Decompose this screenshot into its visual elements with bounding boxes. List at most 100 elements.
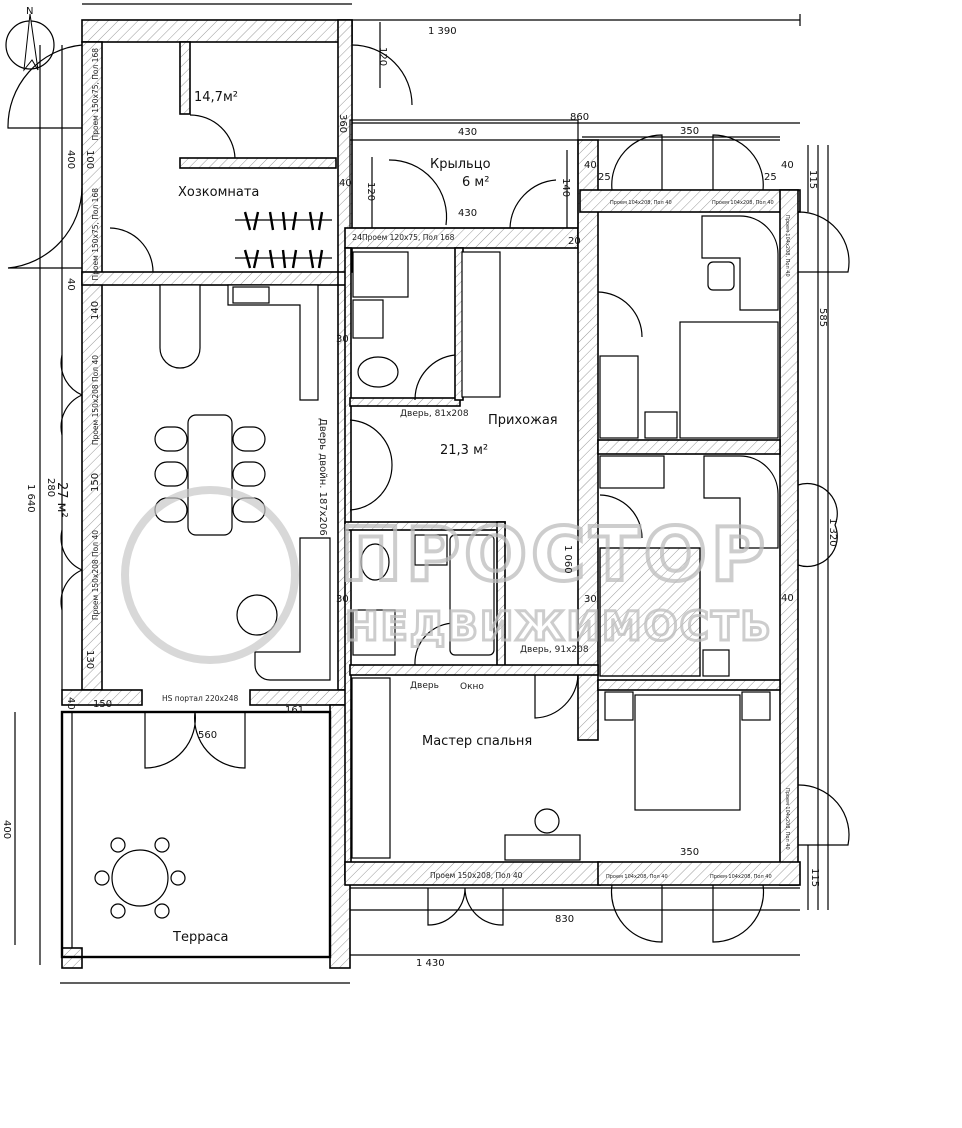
wardrobe-rack-icon — [235, 211, 332, 269]
dimension-label: 585 — [817, 308, 828, 327]
watermark-line1: ПРОСТОР — [340, 512, 769, 598]
dimension-label: 150 — [93, 699, 112, 710]
dimension-label: 430 — [458, 127, 477, 138]
corner-desk — [703, 455, 779, 549]
dimension-label: 40 — [65, 697, 76, 710]
desk — [504, 834, 581, 861]
nightstand-icon — [644, 411, 678, 439]
sink-icon — [232, 286, 270, 304]
dimension-label: 1 430 — [416, 958, 445, 969]
opening-label: HS портал 220x248 — [162, 694, 238, 703]
dimension-label: 115 — [807, 170, 818, 189]
dimension-label: 100 — [84, 150, 95, 169]
dimension-label: 150 — [90, 473, 101, 492]
bed-icon — [634, 694, 741, 811]
opening-label: Проем 150x208, Пол 40 — [430, 871, 523, 880]
dimension-label: 30 — [336, 334, 349, 345]
opening-label: Окно — [460, 682, 484, 692]
wardrobe — [461, 251, 501, 398]
opening-label: Проем 120x75, Пол 168 — [362, 233, 455, 242]
dimension-label: 30 — [584, 594, 597, 605]
dimension-label: 140 — [560, 178, 571, 197]
opening-label: Проем 104x208, Пол 40 — [606, 874, 668, 880]
dimension-label: 1 640 — [25, 484, 36, 513]
corner-desk — [701, 215, 779, 311]
outlines — [60, 119, 800, 959]
bed-icon — [679, 321, 779, 439]
opening-label: Проем 150x208 Пол 40 — [91, 530, 100, 620]
dimension-label: 120 — [377, 47, 388, 66]
opening-label: Проем 104x208, Пол 40 — [712, 200, 774, 206]
dimension-label: 40 — [339, 178, 352, 189]
compass-icon: N — [5, 6, 55, 72]
bathtub-icon — [449, 534, 495, 656]
toilet-icon — [360, 543, 390, 581]
opening-labels: Проем 150x75, Пол 168 Проем 150x75, Пол … — [91, 48, 790, 880]
dimension-label: 40 — [781, 593, 794, 604]
wardrobe — [351, 677, 391, 859]
watermark-logo: ПРОСТОР НЕДВИЖИМОСТЬ — [121, 486, 772, 664]
sink-icon — [414, 534, 448, 566]
dimension-label: 360 — [337, 114, 348, 133]
shower-icon — [352, 251, 409, 298]
dimension-label: 25 — [764, 172, 777, 183]
nightstand-icon — [604, 691, 634, 721]
opening-label: Дверь двойн. 187x206 — [317, 418, 328, 536]
dimension-label: 40 — [65, 278, 76, 291]
dimension-label: 1 390 — [428, 26, 457, 37]
room-area-living: 27 м² — [54, 482, 69, 518]
dimension-label: 25 — [598, 172, 611, 183]
round-table-icon — [94, 837, 186, 919]
chair-icon — [707, 261, 735, 291]
dimension-label: 350 — [680, 126, 699, 137]
dimension-label: 40 — [584, 160, 597, 171]
dining-table — [187, 414, 233, 536]
compass-label: N — [26, 6, 33, 17]
room-label-porch: Крыльцо — [430, 157, 491, 172]
opening-label: Дверь — [410, 681, 439, 691]
nightstand-icon — [702, 649, 730, 677]
walls — [61, 19, 801, 969]
dimension-label: 161 — [285, 705, 304, 716]
furniture — [94, 211, 779, 919]
dimension-label: 860 — [570, 112, 589, 123]
kitchen-island — [159, 284, 201, 369]
room-label-master-bedroom: Мастер спальня — [422, 734, 532, 749]
dimension-label: 400 — [1, 820, 12, 839]
opening-label: Дверь, 91x208 — [520, 645, 589, 655]
sink-icon — [352, 299, 384, 339]
dimension-label: 1 060 — [562, 545, 573, 574]
dimension-label: 120 — [365, 182, 376, 201]
chair-icon — [534, 808, 560, 834]
corner-sofa — [254, 537, 331, 681]
wardrobe — [599, 355, 639, 439]
room-area-porch: 6 м² — [462, 175, 489, 190]
dimension-label: 280 — [45, 478, 56, 497]
dimension-labels: 1 390 860 430 430 350 350 120 360 40 120… — [1, 26, 838, 969]
opening-label: Проем 104x208, Пол 40 — [710, 874, 772, 880]
dimension-label: 30 — [336, 594, 349, 605]
opening-label: Проем 104x208, Пол 40 — [784, 788, 790, 850]
door-swings — [7, 44, 850, 943]
room-area-hallway: 21,3 м² — [440, 443, 488, 458]
opening-label: Проем 150x75, Пол 168 — [91, 188, 100, 281]
dimension-label: 430 — [458, 208, 477, 219]
dimension-label: 20 — [568, 236, 581, 247]
dresser — [599, 455, 665, 489]
dimension-label: 830 — [555, 914, 574, 925]
coffee-table — [236, 594, 278, 636]
room-labels: Хозкомната 14,7м² Крыльцо 6 м² Прихожая … — [54, 90, 558, 945]
room-label-terrace: Терраса — [172, 930, 229, 945]
toilet-icon — [357, 356, 399, 388]
opening-label: Дверь, 81x208 — [400, 409, 469, 419]
dimension-label: 130 — [84, 650, 95, 669]
dimension-label: 560 — [198, 730, 217, 741]
dimension-label: 40 — [781, 160, 794, 171]
dimension-label: 140 — [90, 301, 101, 320]
opening-label: Проем 104x208, Пол 40 — [610, 200, 672, 206]
opening-label: Проем 150x208 Пол 40 — [91, 355, 100, 445]
opening-label: Проем 150x75, Пол 168 — [91, 48, 100, 141]
nightstand-icon — [741, 691, 771, 721]
shower-icon — [352, 609, 396, 656]
